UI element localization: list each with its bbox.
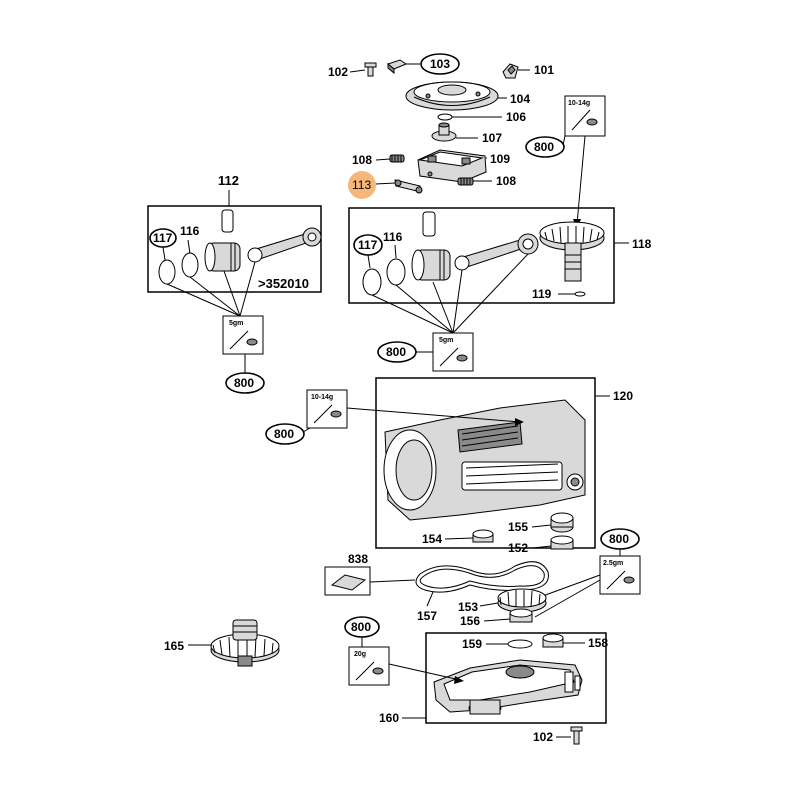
part-103-block [386,59,408,75]
grease-amount-2: 5gm [229,320,243,327]
grease-card-1: 10-14g [564,95,606,137]
part-102-screw-top [364,62,377,77]
part-158-bearing [542,633,564,648]
callout-800-c-oval [377,341,417,363]
grease-amount-4: 10-14g [311,394,333,401]
label-112[interactable]: 112 [218,173,239,188]
part-119-washer [574,291,586,297]
part-117-ring-right [362,268,382,296]
part-118-gear [539,221,605,282]
label-153[interactable]: 153 [458,600,478,614]
callout-800-a-oval [525,136,565,158]
label-116-right[interactable]: 116 [383,230,403,244]
label-800-d[interactable]: 800 [274,427,294,441]
part-116-ring-left [181,252,199,278]
label-838[interactable]: 838 [348,552,368,566]
label-113[interactable]: 113 [352,178,371,192]
grease-card-2: 5gm [222,315,264,355]
callout-800-b-oval [225,372,265,394]
part-155-bearing [550,512,574,533]
part-117-ring-left [158,259,176,285]
label-156[interactable]: 156 [460,614,480,628]
part-113-link [394,179,423,194]
label-102-bottom[interactable]: 102 [533,730,553,744]
arrow-head-2 [515,418,524,426]
label-800-c[interactable]: 800 [386,345,406,359]
part-pin-right [422,211,436,237]
part-pin-left [221,209,234,233]
part-101-clip [502,63,519,79]
label-117-left[interactable]: 117 [153,231,173,245]
part-156-bushing [509,608,533,623]
label-101[interactable]: 101 [534,63,554,77]
callout-800-d-oval [265,423,305,445]
label-800-a[interactable]: 800 [534,140,554,154]
grease-card-5: 2.5gm [599,555,641,595]
part-157-gasket [415,561,549,593]
grease-card-6: 20g [348,646,390,686]
label-116-left[interactable]: 116 [180,224,200,238]
label-109[interactable]: 109 [490,152,510,166]
label-107[interactable]: 107 [482,131,502,145]
part-108-spring-a [389,154,405,163]
label-118[interactable]: 118 [632,237,652,251]
label-103[interactable]: 103 [430,57,450,71]
label-158[interactable]: 158 [588,636,608,650]
label-800-e[interactable]: 800 [609,532,629,546]
part-165-gear-assembly [210,619,280,667]
part-107-valve [431,122,457,142]
label-152[interactable]: 152 [508,541,528,555]
part-102-screw-bottom [570,726,583,745]
group-box-160 [425,632,607,724]
label-119[interactable]: 119 [532,287,552,301]
part-piston-right [411,249,451,281]
label-108-a[interactable]: 108 [352,153,372,167]
grease-card-4: 10-14g [306,389,348,429]
part-152-bushing [550,535,574,550]
label-117-right[interactable]: 117 [358,238,378,252]
label-104[interactable]: 104 [510,92,530,106]
part-108-spring-b [457,177,474,186]
part-120-crankcase [383,399,586,521]
label-102-top[interactable]: 102 [328,65,348,79]
group-box-120 [375,377,596,549]
grease-amount-6: 20g [354,651,366,658]
grease-amount-3: 5gm [439,337,453,344]
label-800-f[interactable]: 800 [351,620,371,634]
label-106[interactable]: 106 [506,110,526,124]
part-104-cover-plate [405,81,499,111]
label-157[interactable]: 157 [417,609,437,623]
part-106-oring [437,113,453,121]
label-165[interactable]: 165 [164,639,184,653]
part-connecting-rod-right [454,233,539,271]
label-155[interactable]: 155 [508,520,528,534]
part-connecting-rod-left [247,227,322,263]
part-160-gear-cover [433,659,583,715]
label-108-b[interactable]: 108 [496,174,516,188]
serial-break-note: >352010 [258,276,309,291]
grease-amount-1: 10-14g [568,100,590,107]
label-159[interactable]: 159 [462,637,482,651]
part-154-bearing [472,529,494,543]
part-piston-left [204,242,241,272]
arrow-head-3 [454,676,464,684]
part-109-valve-body [417,149,487,183]
part-116-ring-right [386,258,406,286]
callout-113-highlight [348,171,376,199]
grease-card-3: 5gm [432,332,474,372]
group-box-112 [147,205,322,293]
callout-103-oval [420,53,460,75]
part-159-washer [507,639,533,649]
label-160[interactable]: 160 [379,711,399,725]
grease-amount-5: 2.5gm [603,560,623,567]
label-154[interactable]: 154 [422,532,442,546]
part-838-gasket-card [324,566,371,596]
label-800-b[interactable]: 800 [234,376,254,390]
label-120[interactable]: 120 [613,389,633,403]
